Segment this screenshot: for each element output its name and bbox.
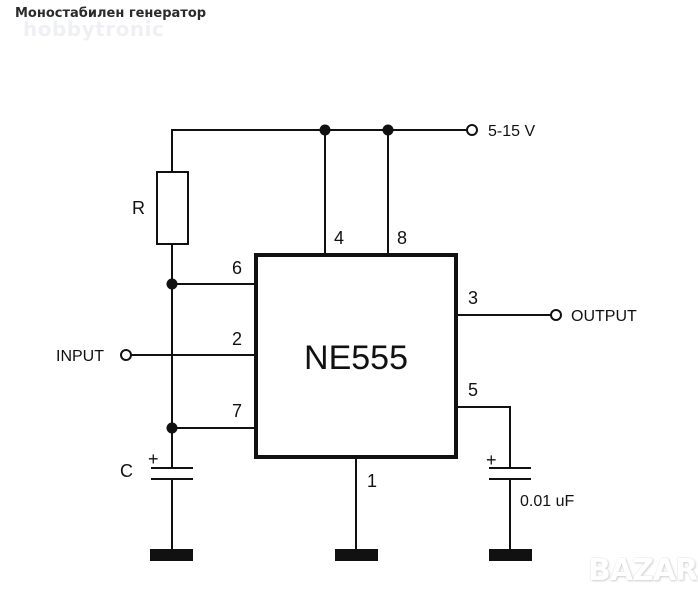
ground-symbol-pin1	[335, 549, 378, 561]
junction-dot-pin7	[166, 422, 178, 434]
pin-number-8: 8	[397, 228, 407, 248]
input-terminal	[120, 349, 132, 361]
control-capacitor-label: 0.01 uF	[520, 493, 574, 510]
timing-capacitor-label: C	[120, 461, 133, 481]
pin-number-6: 6	[232, 258, 242, 278]
ic-label: NE555	[304, 339, 408, 377]
bazar-watermark-logo: BAZAR	[588, 553, 698, 588]
pin5-wire	[458, 406, 511, 468]
junction-dot-pin4	[319, 124, 331, 136]
page-title: Моностабилен генератор	[15, 6, 207, 21]
pin-number-1: 1	[367, 471, 377, 491]
ground-symbol-control-cap	[489, 549, 532, 561]
pin-number-7: 7	[232, 401, 242, 421]
junction-dot-pin6	[166, 278, 178, 290]
ne555-chip	[254, 253, 458, 459]
resistor-label: R	[132, 198, 145, 218]
input-label: INPUT	[56, 348, 104, 365]
site-watermark: hobbytronic	[23, 17, 165, 41]
ground-symbol-timing-cap	[150, 549, 193, 561]
supply-label: 5-15 V	[488, 123, 535, 140]
output-terminal	[550, 309, 562, 321]
timing-capacitor-polarity: +	[148, 449, 159, 469]
pin-number-3: 3	[468, 288, 478, 308]
pin-number-5: 5	[468, 380, 478, 400]
pin-number-4: 4	[334, 228, 344, 248]
pin-number-2: 2	[232, 329, 242, 349]
control-capacitor-polarity: +	[486, 450, 497, 470]
junction-dot-pin8	[382, 124, 394, 136]
resistor-r	[156, 171, 189, 245]
output-label: OUTPUT	[571, 308, 637, 325]
supply-terminal	[466, 124, 478, 136]
